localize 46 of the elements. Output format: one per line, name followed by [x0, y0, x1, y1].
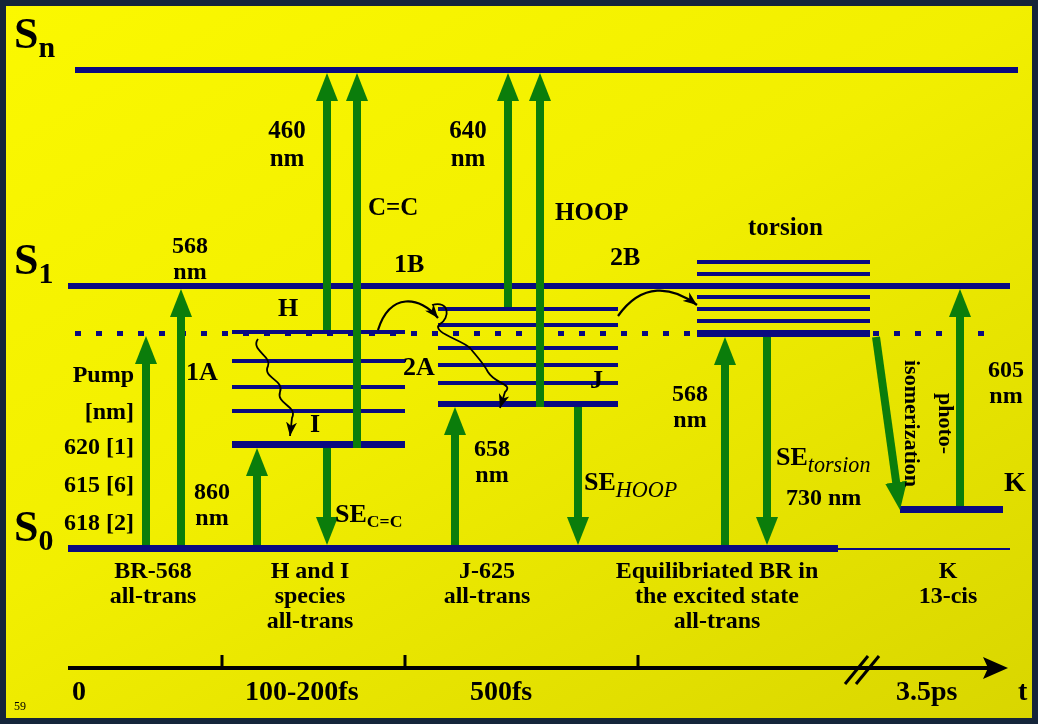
arrow [376, 300, 439, 331]
diagram-label: 620 [1] [64, 433, 134, 460]
diagram-label: H [278, 294, 299, 323]
energy-level-stack [438, 307, 618, 407]
arrow [872, 336, 908, 510]
diagram-label: BR-568 all-trans [108, 558, 198, 609]
diagram-label: I [310, 410, 321, 439]
energy-level-stack [697, 260, 870, 337]
diagram-label: C=C [368, 193, 419, 221]
slide-number: 59 [14, 700, 26, 714]
diagram-label: 500fs [470, 676, 533, 707]
diagram-label: 618 [2] [64, 509, 134, 536]
diagram-label: J-625 all-trans [442, 558, 532, 609]
diagram-label: H and I species all-trans [265, 558, 355, 634]
diagram-label: 615 [6] [64, 471, 134, 498]
arrow [617, 289, 698, 317]
diagram-label: 100-200fs [245, 676, 359, 707]
diagram-label: 0 [72, 676, 86, 707]
diagram-label: 1A [186, 358, 218, 387]
diagram-label: t [1018, 676, 1028, 707]
diagram-label: SE$_{torsion}$ [776, 443, 871, 472]
diagram-label: photo- isomerization [899, 359, 961, 490]
diagram-label: Pump [nm] [72, 360, 134, 427]
diagram-label: 2B [610, 243, 641, 272]
diagram-label: SE$_{C=C}$ [335, 500, 403, 529]
diagram-label: 3.5ps [896, 676, 958, 707]
diagram-label: 730 nm [786, 484, 862, 511]
diagram-label: 460 nm [268, 116, 306, 171]
diagram-label: 2A [403, 353, 435, 382]
state-label: S$_{0}$ [14, 505, 54, 549]
diagram-label: K [1004, 467, 1026, 498]
diagram-label: K 13-cis [917, 558, 979, 609]
diagram-label: 568 nm [172, 232, 208, 285]
diagram-label: 568 nm [672, 380, 708, 433]
diagram-label: torsion [748, 213, 823, 241]
diagram-label: 658 nm [474, 435, 510, 488]
state-label: S$_{1}$ [14, 238, 54, 282]
diagram-label: 860 nm [194, 478, 230, 531]
diagram-label: 1B [394, 250, 425, 279]
diagram-label: SE$_{HOOP}$ [584, 468, 678, 497]
diagram-label: 640 nm [449, 116, 487, 171]
diagram-label: HOOP [555, 198, 629, 226]
diagram-label: Equilibriated BR in the excited state all-trans [614, 558, 820, 634]
energy-level-stack [232, 330, 405, 448]
state-label: S$_{n}$ [14, 12, 56, 56]
diagram-label: 605 nm [988, 356, 1024, 409]
